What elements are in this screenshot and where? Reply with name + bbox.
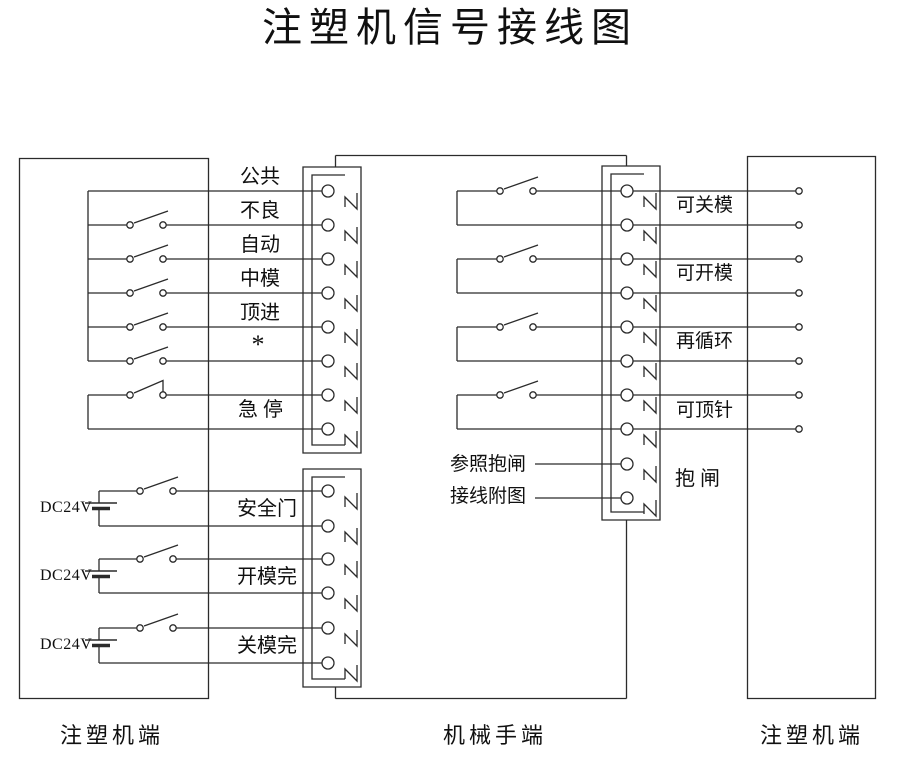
- brake-note-line-1: 参照抱闸: [450, 454, 527, 475]
- signal-label-common: 公共: [240, 166, 280, 188]
- footer-label-imm-right: 注塑机端: [760, 723, 865, 748]
- signal-label-reject: 不良: [240, 200, 280, 222]
- signal-label-auto: 自动: [240, 234, 280, 256]
- signal-label-star: *: [251, 330, 265, 359]
- output-label-open-mold-ok: 可开模: [676, 263, 734, 284]
- brake-note-line-2: 接线附图: [450, 486, 527, 507]
- dc24v-label-1: DC24V: [40, 499, 93, 516]
- brake-terminal-wires: [535, 463, 621, 499]
- output-label-close-mold-ok: 可关模: [676, 195, 734, 216]
- dc24v-label-3: DC24V: [40, 636, 93, 653]
- dc24v-circuits: [85, 476, 322, 664]
- panel-outlines: [18, 154, 877, 700]
- signal-label-eject: 顶进: [240, 302, 280, 324]
- output-label-recycle: 再循环: [676, 331, 734, 352]
- imm-signal-circuits: [87, 190, 322, 430]
- signal-label-mold-close-end: 关模完: [237, 635, 297, 657]
- connector-upper-left: [302, 166, 362, 454]
- output-label-ejector-ok: 可顶针: [676, 400, 734, 421]
- connector-right: [601, 165, 661, 521]
- signal-label-mid-mold: 中模: [240, 268, 280, 290]
- signal-label-safety-door: 安全门: [237, 498, 297, 520]
- diagram-title: 注塑机信号接线图: [262, 5, 638, 50]
- footer-label-robot: 机械手端: [443, 723, 548, 748]
- robot-switch-circuits: [456, 176, 621, 430]
- dc24v-label-2: DC24V: [40, 567, 93, 584]
- signal-label-emergency-stop: 急 停: [238, 399, 283, 421]
- output-wires: [633, 187, 803, 433]
- connector-lower-left: [302, 468, 362, 688]
- brake-label: 抱 闸: [675, 468, 720, 490]
- signal-label-mold-open-end: 开模完: [237, 566, 297, 588]
- footer-label-imm-left: 注塑机端: [60, 723, 165, 748]
